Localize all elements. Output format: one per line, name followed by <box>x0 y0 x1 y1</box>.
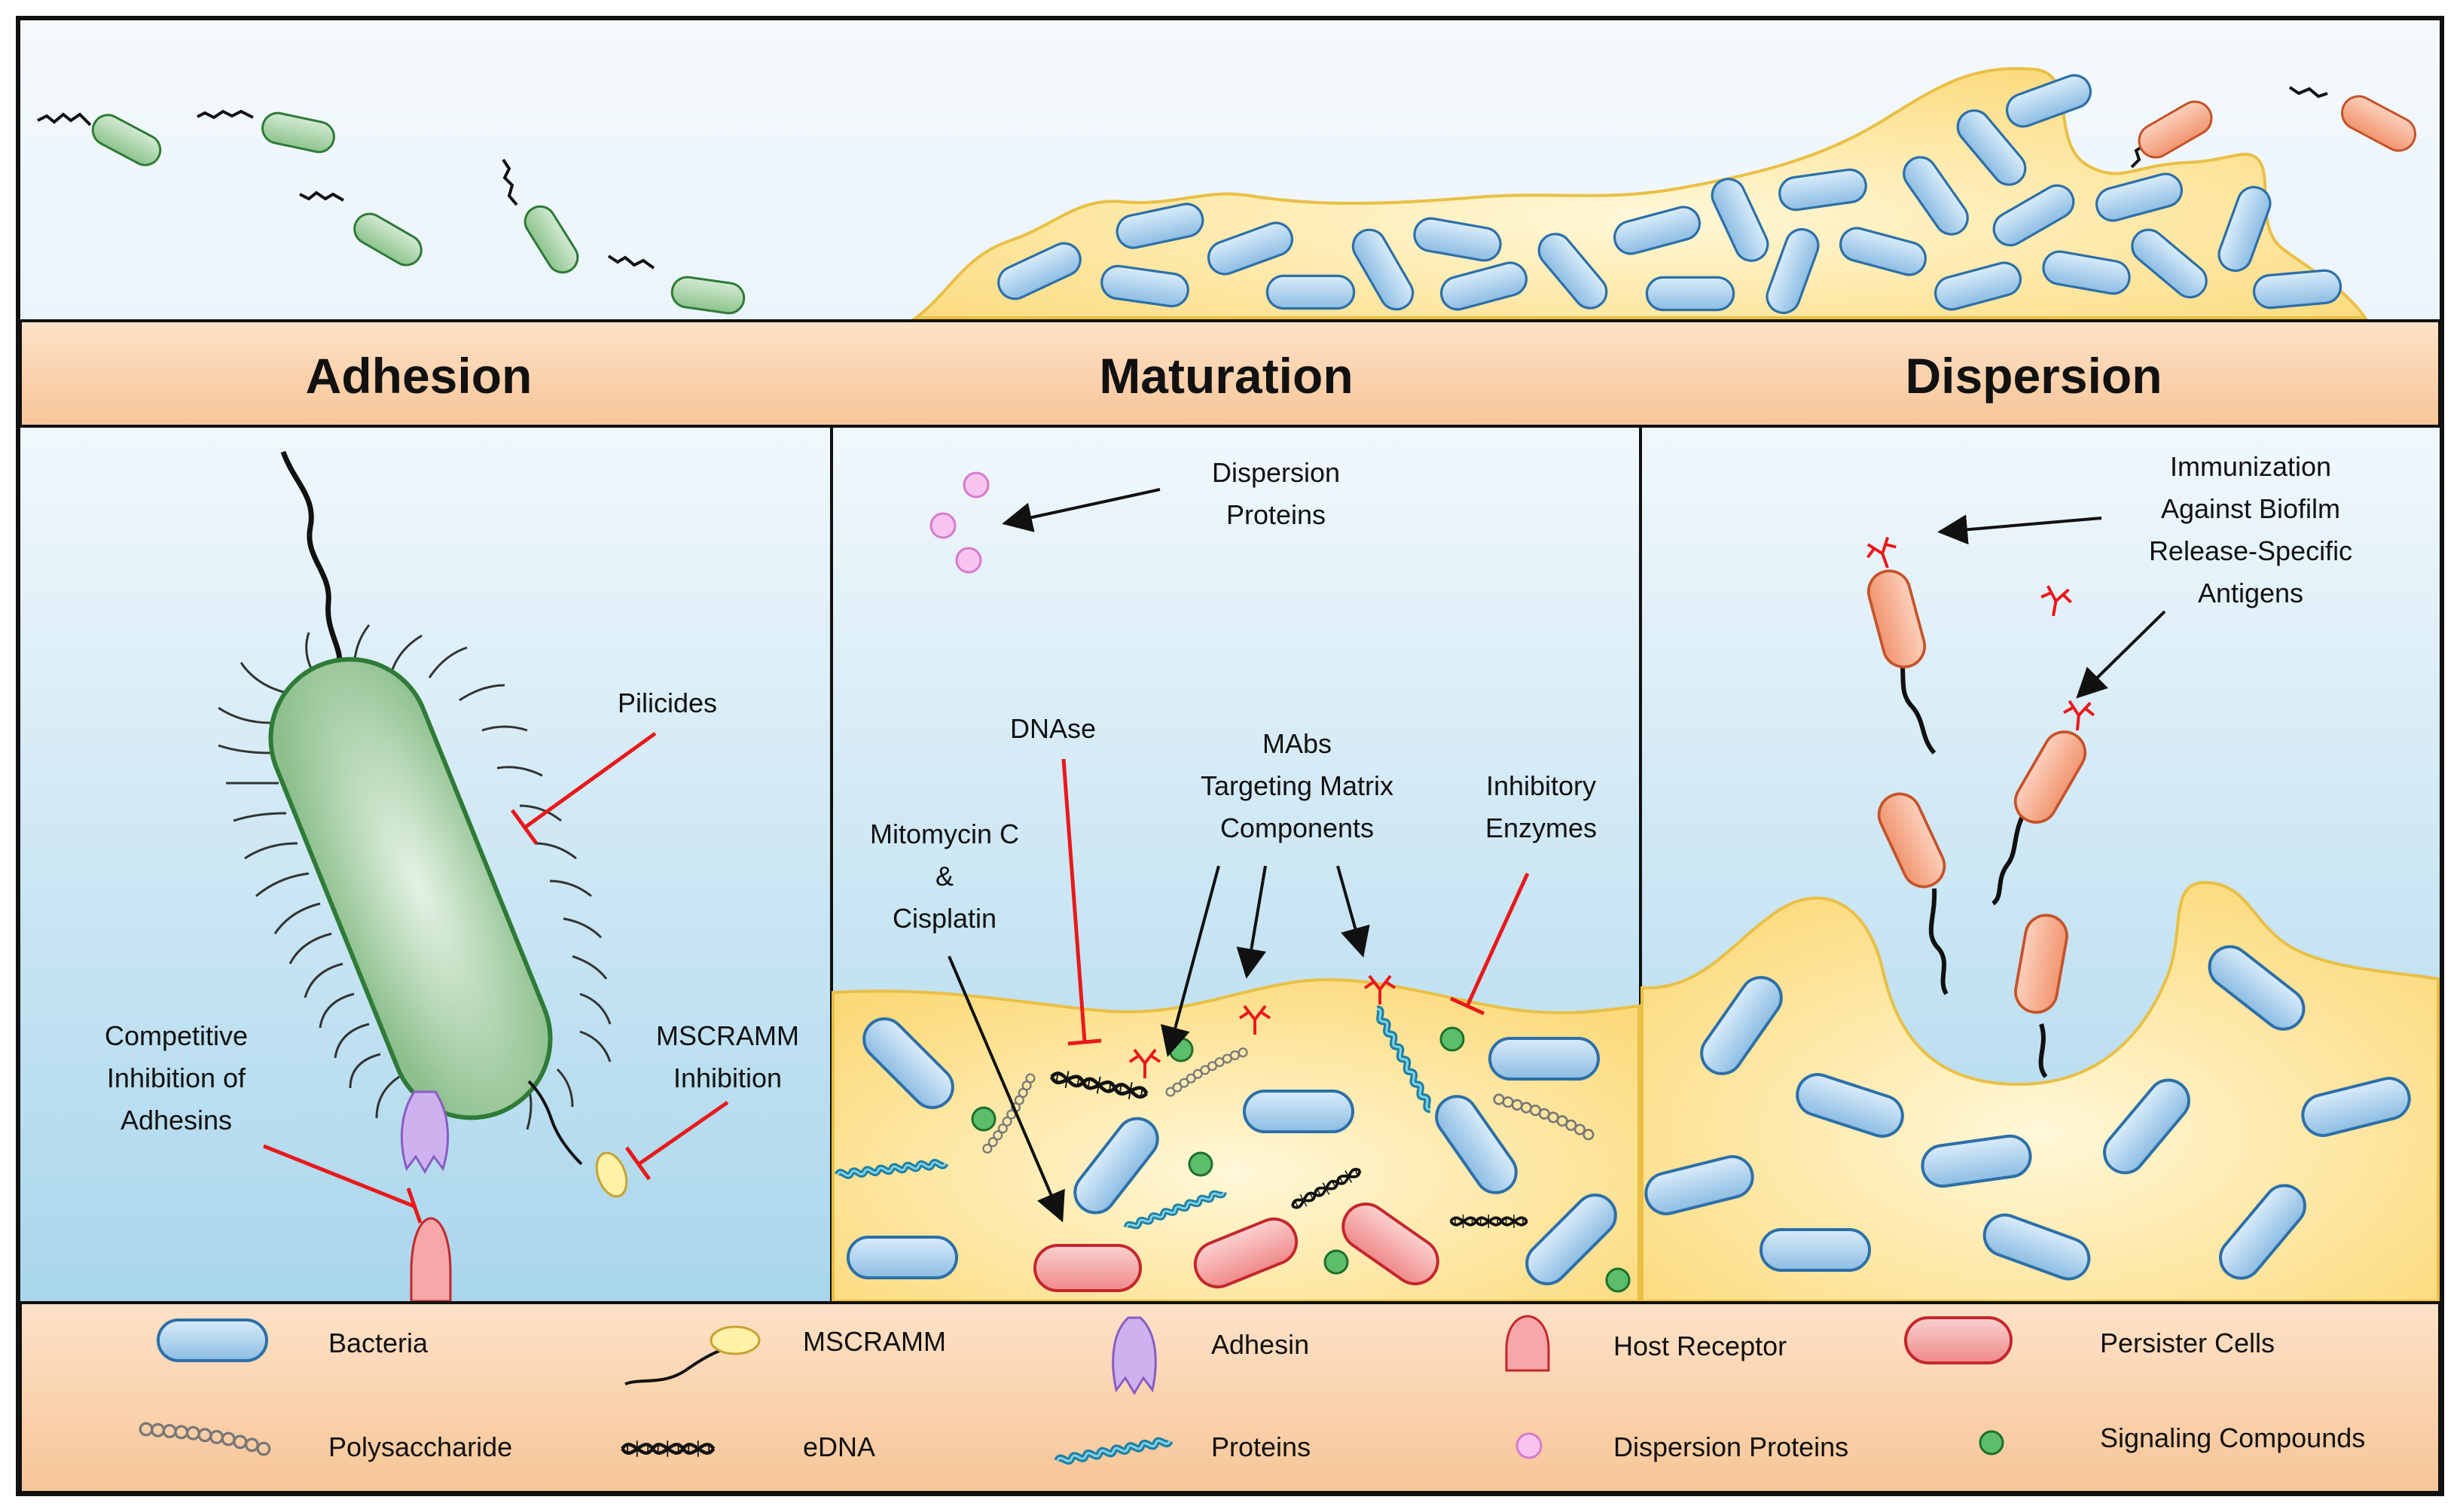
label-mitomycin-2: & <box>935 861 954 892</box>
label-immunization-1: Immunization <box>2170 451 2331 482</box>
dispersion-panel: Immunization Against Biofilm Release-Spe… <box>1640 451 2440 1303</box>
legend-adhesin: Adhesin <box>1211 1329 1309 1360</box>
legend-mscramm: MSCRAMM <box>803 1326 946 1357</box>
label-mitomycin-3: Cisplatin <box>893 903 997 934</box>
legend-signaling-compounds: Signaling Compounds <box>2100 1422 2365 1453</box>
mscramm-on-cell <box>595 1151 628 1198</box>
label-mscramm-inhibition-2: Inhibition <box>673 1062 782 1093</box>
label-competitive-3: Adhesins <box>121 1105 232 1136</box>
legend-signaling-icon <box>1979 1430 2004 1456</box>
competitive-inhibitor <box>263 1144 423 1224</box>
label-immunization-3: Release-Specific <box>2149 535 2352 566</box>
legend-dispersion-proteins-icon <box>1515 1432 1543 1459</box>
mscramm-inhibitor <box>624 1100 729 1181</box>
dispersed-bacteria <box>2130 86 2422 169</box>
legend-persister-cells: Persister Cells <box>2100 1328 2275 1358</box>
pilicides-inhibitor <box>510 731 657 845</box>
label-competitive-1: Competitive <box>105 1020 248 1051</box>
legend-host-receptor: Host Receptor <box>1613 1331 1787 1361</box>
label-dispersion-proteins-1: Dispersion <box>1212 457 1340 488</box>
label-pilicides: Pilicides <box>618 687 717 718</box>
stage-maturation: Maturation <box>1099 348 1353 404</box>
label-mscramm-inhibition-1: MSCRAMM <box>656 1020 799 1051</box>
legend-host-receptor-icon <box>1505 1315 1550 1372</box>
label-immunization-2: Against Biofilm <box>2161 493 2340 524</box>
label-mitomycin-1: Mitomycin C <box>870 818 1019 849</box>
stage-band <box>19 319 2441 428</box>
legend-dispersion-proteins: Dispersion Proteins <box>1613 1431 1848 1462</box>
legend-edna: eDNA <box>803 1431 875 1462</box>
legend-polysaccharide: Polysaccharide <box>328 1431 512 1462</box>
adhering-bacterium <box>268 657 553 1120</box>
legend-bacteria: Bacteria <box>328 1328 429 1358</box>
label-dispersion-proteins-2: Proteins <box>1226 499 1326 530</box>
legend-adhesin-icon <box>1112 1316 1157 1395</box>
legend: Bacteria MSCRAMM Adhesin Host Receptor P… <box>139 1315 2365 1463</box>
top-scene <box>37 67 2422 319</box>
label-mabs-1: MAbs <box>1262 728 1332 759</box>
host-receptor <box>410 1217 452 1303</box>
label-inhibitory-enzymes-2: Enzymes <box>1485 812 1597 843</box>
legend-bacteria-icon <box>157 1318 268 1362</box>
stage-dispersion: Dispersion <box>1905 348 2162 404</box>
label-immunization-4: Antigens <box>2198 578 2303 608</box>
label-competitive-2: Inhibition of <box>107 1062 246 1093</box>
flagellum <box>280 450 343 669</box>
stage-adhesion: Adhesion <box>306 348 533 404</box>
label-mabs-2: Targeting Matrix <box>1201 770 1393 801</box>
maturation-matrix <box>832 978 1641 1303</box>
label-mabs-3: Components <box>1220 812 1374 843</box>
legend-proteins: Proteins <box>1211 1431 1311 1462</box>
legend-persister-icon <box>1904 1316 2013 1364</box>
legend-panel <box>19 1301 2441 1494</box>
legend-mscramm-icon <box>624 1348 724 1385</box>
planktonic-bacteria <box>37 108 747 316</box>
adhesin <box>401 1090 449 1174</box>
label-dnase: DNAse <box>1010 713 1096 744</box>
adhesion-panel: Pilicides MSCRAMM Inhibition Competitive… <box>105 450 799 1303</box>
maturation-panel: Dispersion Proteins <box>832 457 1641 1303</box>
label-inhibitory-enzymes-1: Inhibitory <box>1486 770 1596 801</box>
